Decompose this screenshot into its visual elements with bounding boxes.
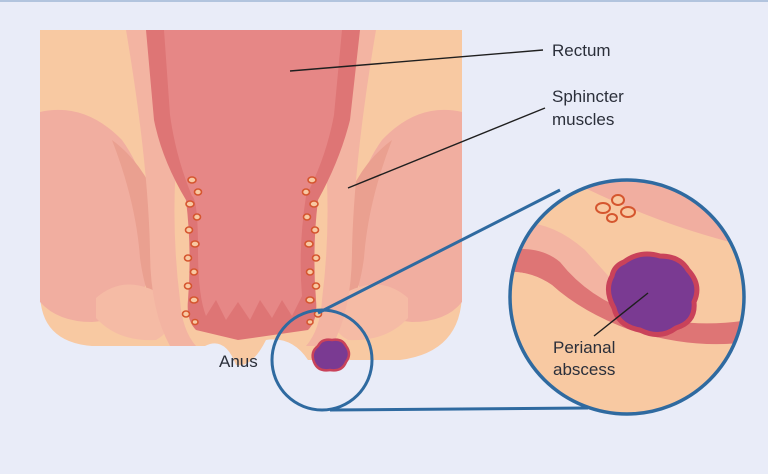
right-anal-glands — [301, 176, 323, 326]
magnifier-connector-bottom — [329, 406, 589, 412]
left-anal-glands — [181, 176, 203, 326]
small-abscess — [311, 338, 351, 372]
rectum-leader-line — [289, 49, 544, 72]
large-abscess — [606, 251, 700, 337]
right-lower-muscle — [331, 284, 408, 341]
magnifier-large-circle — [508, 178, 746, 416]
zoomed-glands — [595, 194, 636, 223]
sphincter-leader-line — [347, 107, 546, 189]
magnifier-small-circle — [270, 308, 374, 412]
left-lower-muscle — [96, 284, 173, 341]
pelvis-cross-section — [40, 30, 462, 372]
zoomed-view — [508, 178, 746, 416]
label-sphincter-line1: Sphincter — [552, 87, 624, 106]
label-sphincter-line2: muscles — [552, 110, 614, 129]
label-rectum: Rectum — [552, 41, 611, 60]
abscess-leader-line — [593, 292, 649, 337]
label-perianal-line2: abscess — [553, 360, 615, 379]
label-anus: Anus — [219, 352, 258, 371]
magnifier-connector-top — [317, 188, 561, 315]
label-perianal-line1: Perianal — [553, 338, 615, 357]
rectum-lumen — [164, 30, 342, 320]
